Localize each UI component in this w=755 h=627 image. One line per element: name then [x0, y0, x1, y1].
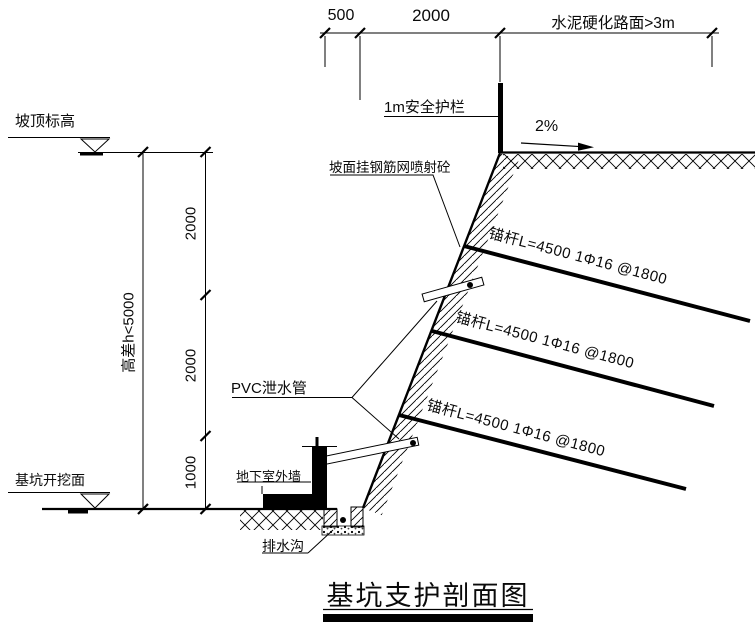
pit-excavation-level-label: 基坑开挖面 [15, 472, 85, 488]
road-surface-label: 水泥硬化路面>3m [551, 15, 675, 32]
ground-surface [501, 151, 755, 169]
top-dimension [319, 27, 719, 100]
anchor-rod-2 [431, 329, 715, 408]
shotcrete-leader [330, 174, 461, 248]
dim-seg2-label: 2000 [182, 348, 200, 383]
pvc-drain-pipe-label: PVC泄水管 [231, 380, 307, 397]
dim-2000-label: 2000 [412, 6, 450, 25]
drain-ditch-label: 排水沟 [262, 538, 304, 554]
safety-railing-label: 1m安全护栏 [384, 99, 465, 116]
title-underline [323, 608, 533, 622]
pit-floor [42, 507, 337, 530]
anchor-rod-1 [463, 244, 751, 323]
pvc-pipe-upper [421, 276, 485, 303]
drain-channel [262, 506, 365, 554]
dimension-tick-marks [137, 146, 212, 515]
dim-seg1-label: 2000 [182, 206, 200, 241]
pvc-leader [232, 300, 438, 440]
anchor-rod-3 [398, 413, 687, 491]
total-height-dim-label: 高差h<5000 [120, 292, 138, 373]
slope-top-level-symbol [8, 137, 111, 156]
drawing-title: 基坑支护剖面图 [326, 581, 530, 611]
basement-wall [237, 437, 337, 509]
slope-top-elevation-label: 坡顶标高 [15, 113, 76, 130]
road-grade-label: 2% [535, 118, 559, 135]
shotcrete-label: 坡面挂钢筋网喷射砼 [329, 160, 451, 175]
dim-seg3-label: 1000 [182, 455, 200, 490]
basement-wall-label: 地下室外墙 [236, 469, 302, 484]
pit-bottom-level-symbol [8, 492, 111, 514]
grade-arrow [520, 142, 594, 151]
dim-500-label: 500 [327, 7, 355, 24]
dimension-tick-marks [319, 27, 718, 39]
